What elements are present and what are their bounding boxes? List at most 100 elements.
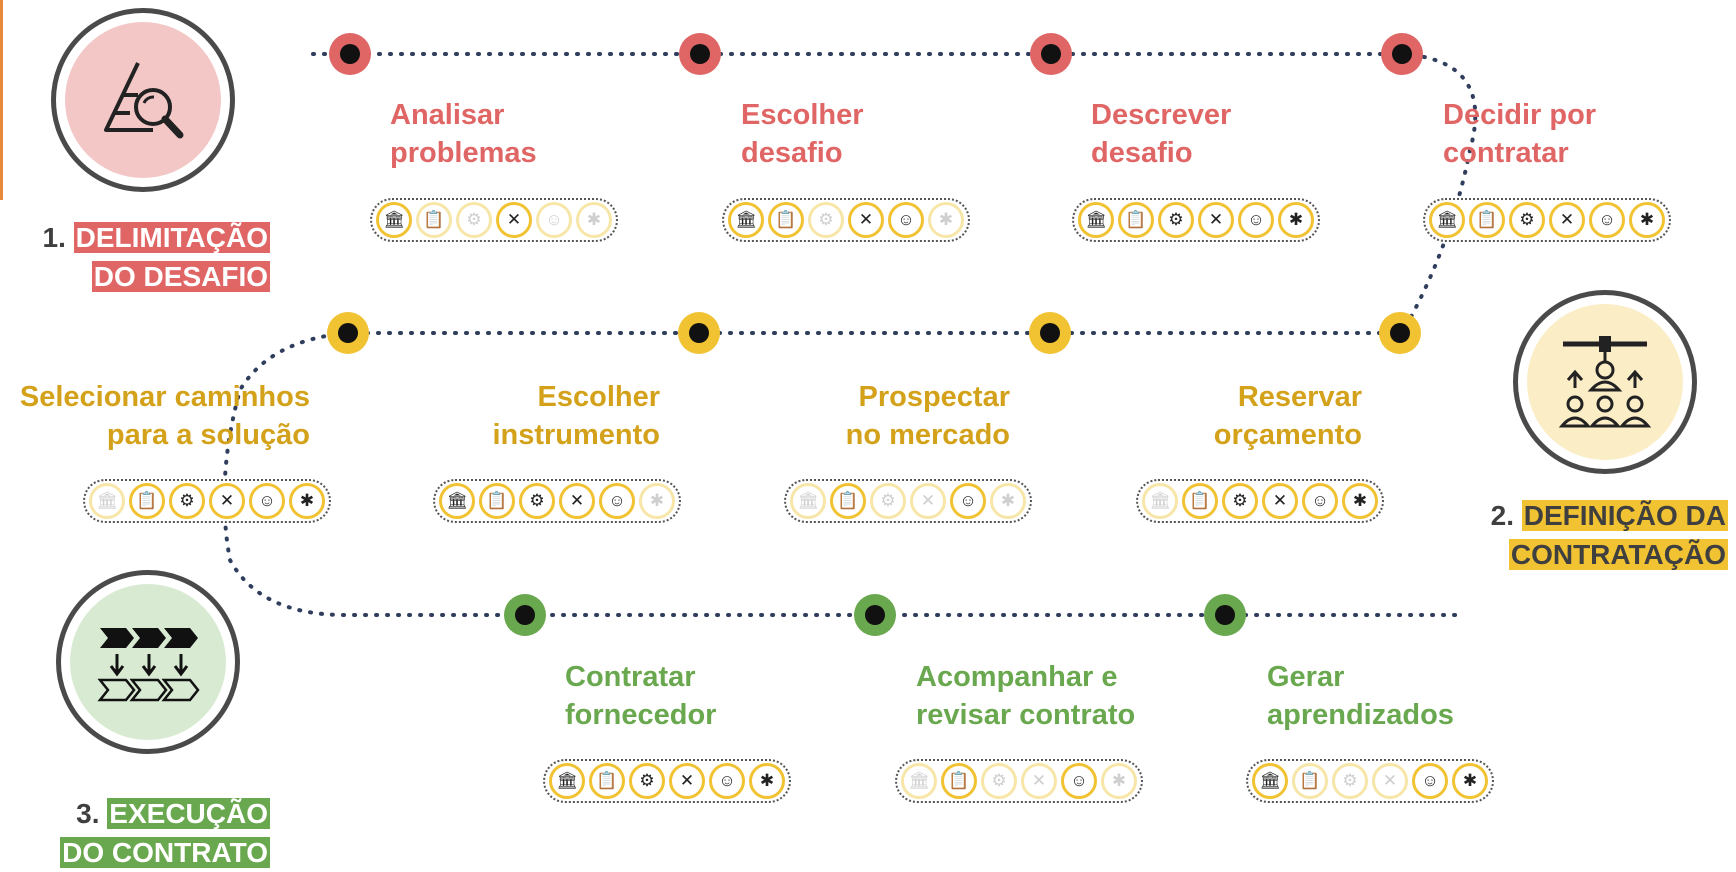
head-gears-icon: ☺ xyxy=(1061,763,1097,799)
milestone-dot xyxy=(1379,312,1421,354)
milestone-dot xyxy=(678,312,720,354)
milestone-dot xyxy=(504,594,546,636)
workflow-icon: ⚙ xyxy=(1158,202,1194,238)
document-review-icon: 📋 xyxy=(768,202,804,238)
column-icon: 🏛 xyxy=(728,202,764,238)
step-title-line1: Gerar xyxy=(1267,661,1345,693)
workflow-icon: ⚙ xyxy=(1332,763,1368,799)
no-message-icon: ✕ xyxy=(1262,483,1298,519)
icon-row: 🏛📋⚙✕☺✱ xyxy=(722,198,970,242)
no-message-icon: ✕ xyxy=(209,483,245,519)
document-review-icon: 📋 xyxy=(1469,202,1505,238)
milestone-dot xyxy=(1381,33,1423,75)
idea-gear-icon: ✱ xyxy=(1278,202,1314,238)
workflow-icon: ⚙ xyxy=(169,483,205,519)
workflow-icon: ⚙ xyxy=(1222,483,1258,519)
no-message-icon: ✕ xyxy=(1021,763,1057,799)
milestone-dot xyxy=(1204,594,1246,636)
step-title-prospectar: Prospectar no mercado xyxy=(770,378,1010,454)
milestone-dot xyxy=(1029,312,1071,354)
head-gears-icon: ☺ xyxy=(249,483,285,519)
column-icon: 🏛 xyxy=(790,483,826,519)
head-gears-icon: ☺ xyxy=(1412,763,1448,799)
icon-row: 🏛📋⚙✕☺✱ xyxy=(1246,759,1494,803)
step-title-line1: Analisar xyxy=(390,99,505,131)
idea-gear-icon: ✱ xyxy=(1452,763,1488,799)
document-review-icon: 📋 xyxy=(129,483,165,519)
step-title-reservar: Reservar orçamento xyxy=(1122,378,1362,454)
document-review-icon: 📋 xyxy=(416,202,452,238)
no-message-icon: ✕ xyxy=(1198,202,1234,238)
step-title-line2: instrumento xyxy=(492,419,660,451)
column-icon: 🏛 xyxy=(439,483,475,519)
column-icon: 🏛 xyxy=(1078,202,1114,238)
phase-1-title-line1: DELIMITAÇÃO xyxy=(73,222,270,253)
step-title-line1: Acompanhar e xyxy=(916,661,1118,693)
no-message-icon: ✕ xyxy=(1549,202,1585,238)
phase-1-label: 1. DELIMITAÇÃO DO DESAFIO xyxy=(28,218,270,296)
step-title-analisar: Analisar problemas xyxy=(390,96,537,172)
no-message-icon: ✕ xyxy=(496,202,532,238)
workflow-icon: ⚙ xyxy=(981,763,1017,799)
step-title-line2: desafio xyxy=(741,137,843,169)
column-icon: 🏛 xyxy=(376,202,412,238)
idea-gear-icon: ✱ xyxy=(1342,483,1378,519)
workflow-icon: ⚙ xyxy=(629,763,665,799)
milestone-dot xyxy=(854,594,896,636)
icon-row: 🏛📋⚙✕☺✱ xyxy=(1072,198,1320,242)
phase-2-number: 2. xyxy=(1490,500,1514,531)
step-title-line2: desafio xyxy=(1091,137,1193,169)
head-gears-icon: ☺ xyxy=(1589,202,1625,238)
icon-row: 🏛📋⚙✕☺✱ xyxy=(543,759,791,803)
phase-1-number: 1. xyxy=(42,222,66,253)
phase-3-number: 3. xyxy=(76,798,100,829)
step-title-line2: fornecedor xyxy=(565,699,717,731)
idea-gear-icon: ✱ xyxy=(1629,202,1665,238)
phase-2-title-line1: DEFINIÇÃO DA xyxy=(1521,500,1728,531)
milestone-dot xyxy=(1030,33,1072,75)
column-icon: 🏛 xyxy=(89,483,125,519)
step-title-line1: Prospectar xyxy=(858,381,1010,413)
process-flow-icon xyxy=(97,628,200,702)
document-review-icon: 📋 xyxy=(1182,483,1218,519)
step-title-line2: orçamento xyxy=(1213,419,1362,451)
no-message-icon: ✕ xyxy=(559,483,595,519)
phase-2-icon-bg xyxy=(1527,304,1683,460)
phase-1-icon-bg xyxy=(65,22,221,178)
document-review-icon: 📋 xyxy=(1118,202,1154,238)
head-gears-icon: ☺ xyxy=(599,483,635,519)
column-icon: 🏛 xyxy=(1429,202,1465,238)
column-icon: 🏛 xyxy=(549,763,585,799)
step-title-line2: problemas xyxy=(390,137,537,169)
phase-3-title-line2: DO CONTRATO xyxy=(60,837,270,868)
step-title-line1: Contratar xyxy=(565,661,696,693)
head-gears-icon: ☺ xyxy=(1238,202,1274,238)
step-title-acompanhar: Acompanhar e revisar contrato xyxy=(916,658,1135,734)
workflow-icon: ⚙ xyxy=(870,483,906,519)
phase-3-title-line1: EXECUÇÃO xyxy=(107,798,270,829)
no-message-icon: ✕ xyxy=(910,483,946,519)
step-title-line1: Selecionar caminhos xyxy=(19,381,310,413)
idea-gear-icon: ✱ xyxy=(749,763,785,799)
idea-gear-icon: ✱ xyxy=(639,483,675,519)
step-title-line1: Escolher xyxy=(537,381,661,413)
edge-accent xyxy=(0,0,3,200)
workflow-icon: ⚙ xyxy=(1509,202,1545,238)
workflow-icon: ⚙ xyxy=(519,483,555,519)
column-icon: 🏛 xyxy=(901,763,937,799)
workflow-icon: ⚙ xyxy=(808,202,844,238)
icon-row: 🏛📋⚙✕☺✱ xyxy=(433,479,681,523)
phase-2-label: 2. DEFINIÇÃO DA CONTRATAÇÃO xyxy=(1480,496,1728,574)
column-icon: 🏛 xyxy=(1252,763,1288,799)
milestone-dot xyxy=(679,33,721,75)
document-review-icon: 📋 xyxy=(830,483,866,519)
step-title-selecionar: Selecionar caminhos para a solução xyxy=(0,378,310,454)
icon-row: 🏛📋⚙✕☺✱ xyxy=(784,479,1032,523)
no-message-icon: ✕ xyxy=(1372,763,1408,799)
no-message-icon: ✕ xyxy=(669,763,705,799)
document-review-icon: 📋 xyxy=(1292,763,1328,799)
icon-row: 🏛📋⚙✕☺✱ xyxy=(83,479,331,523)
milestone-dot xyxy=(329,33,371,75)
icon-row: 🏛📋⚙✕☺✱ xyxy=(1423,198,1671,242)
